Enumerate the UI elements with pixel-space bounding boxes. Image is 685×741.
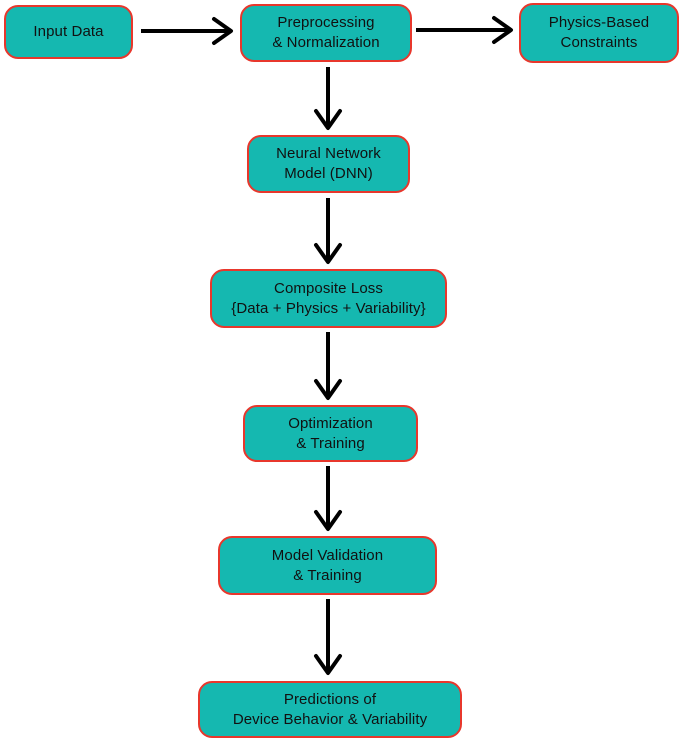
node-label: & Training [296,434,365,452]
node-label: Preprocessing [277,14,375,31]
node-label: Device Behavior & Variability [232,710,428,728]
node-input-data: Input Data [4,5,133,59]
node-label: Physics-Based [548,14,650,31]
node-label: Predictions of [283,690,377,708]
node-composite-loss: Composite Loss {Data + Physics + Variabi… [210,269,447,328]
node-label: {Data + Physics + Variability} [231,299,426,317]
node-label: Constraints [560,34,638,51]
node-label: Neural Network [276,145,381,162]
node-physics-constraints: Physics-Based Constraints [519,3,679,63]
node-label: Model Validation [271,546,384,564]
node-label: Model (DNN) [284,165,373,182]
node-optimization-training: Optimization & Training [243,405,418,462]
node-label: Optimization [288,414,373,432]
node-label: & Normalization [272,34,380,51]
node-label: Input Data [33,23,104,40]
node-dnn-model: Neural Network Model (DNN) [247,135,410,193]
node-label: Composite Loss [274,279,383,297]
node-preprocessing: Preprocessing & Normalization [240,4,412,62]
node-model-validation: Model Validation & Training [218,536,437,595]
node-label: & Training [293,566,362,584]
node-predictions: Predictions of Device Behavior & Variabi… [198,681,462,738]
